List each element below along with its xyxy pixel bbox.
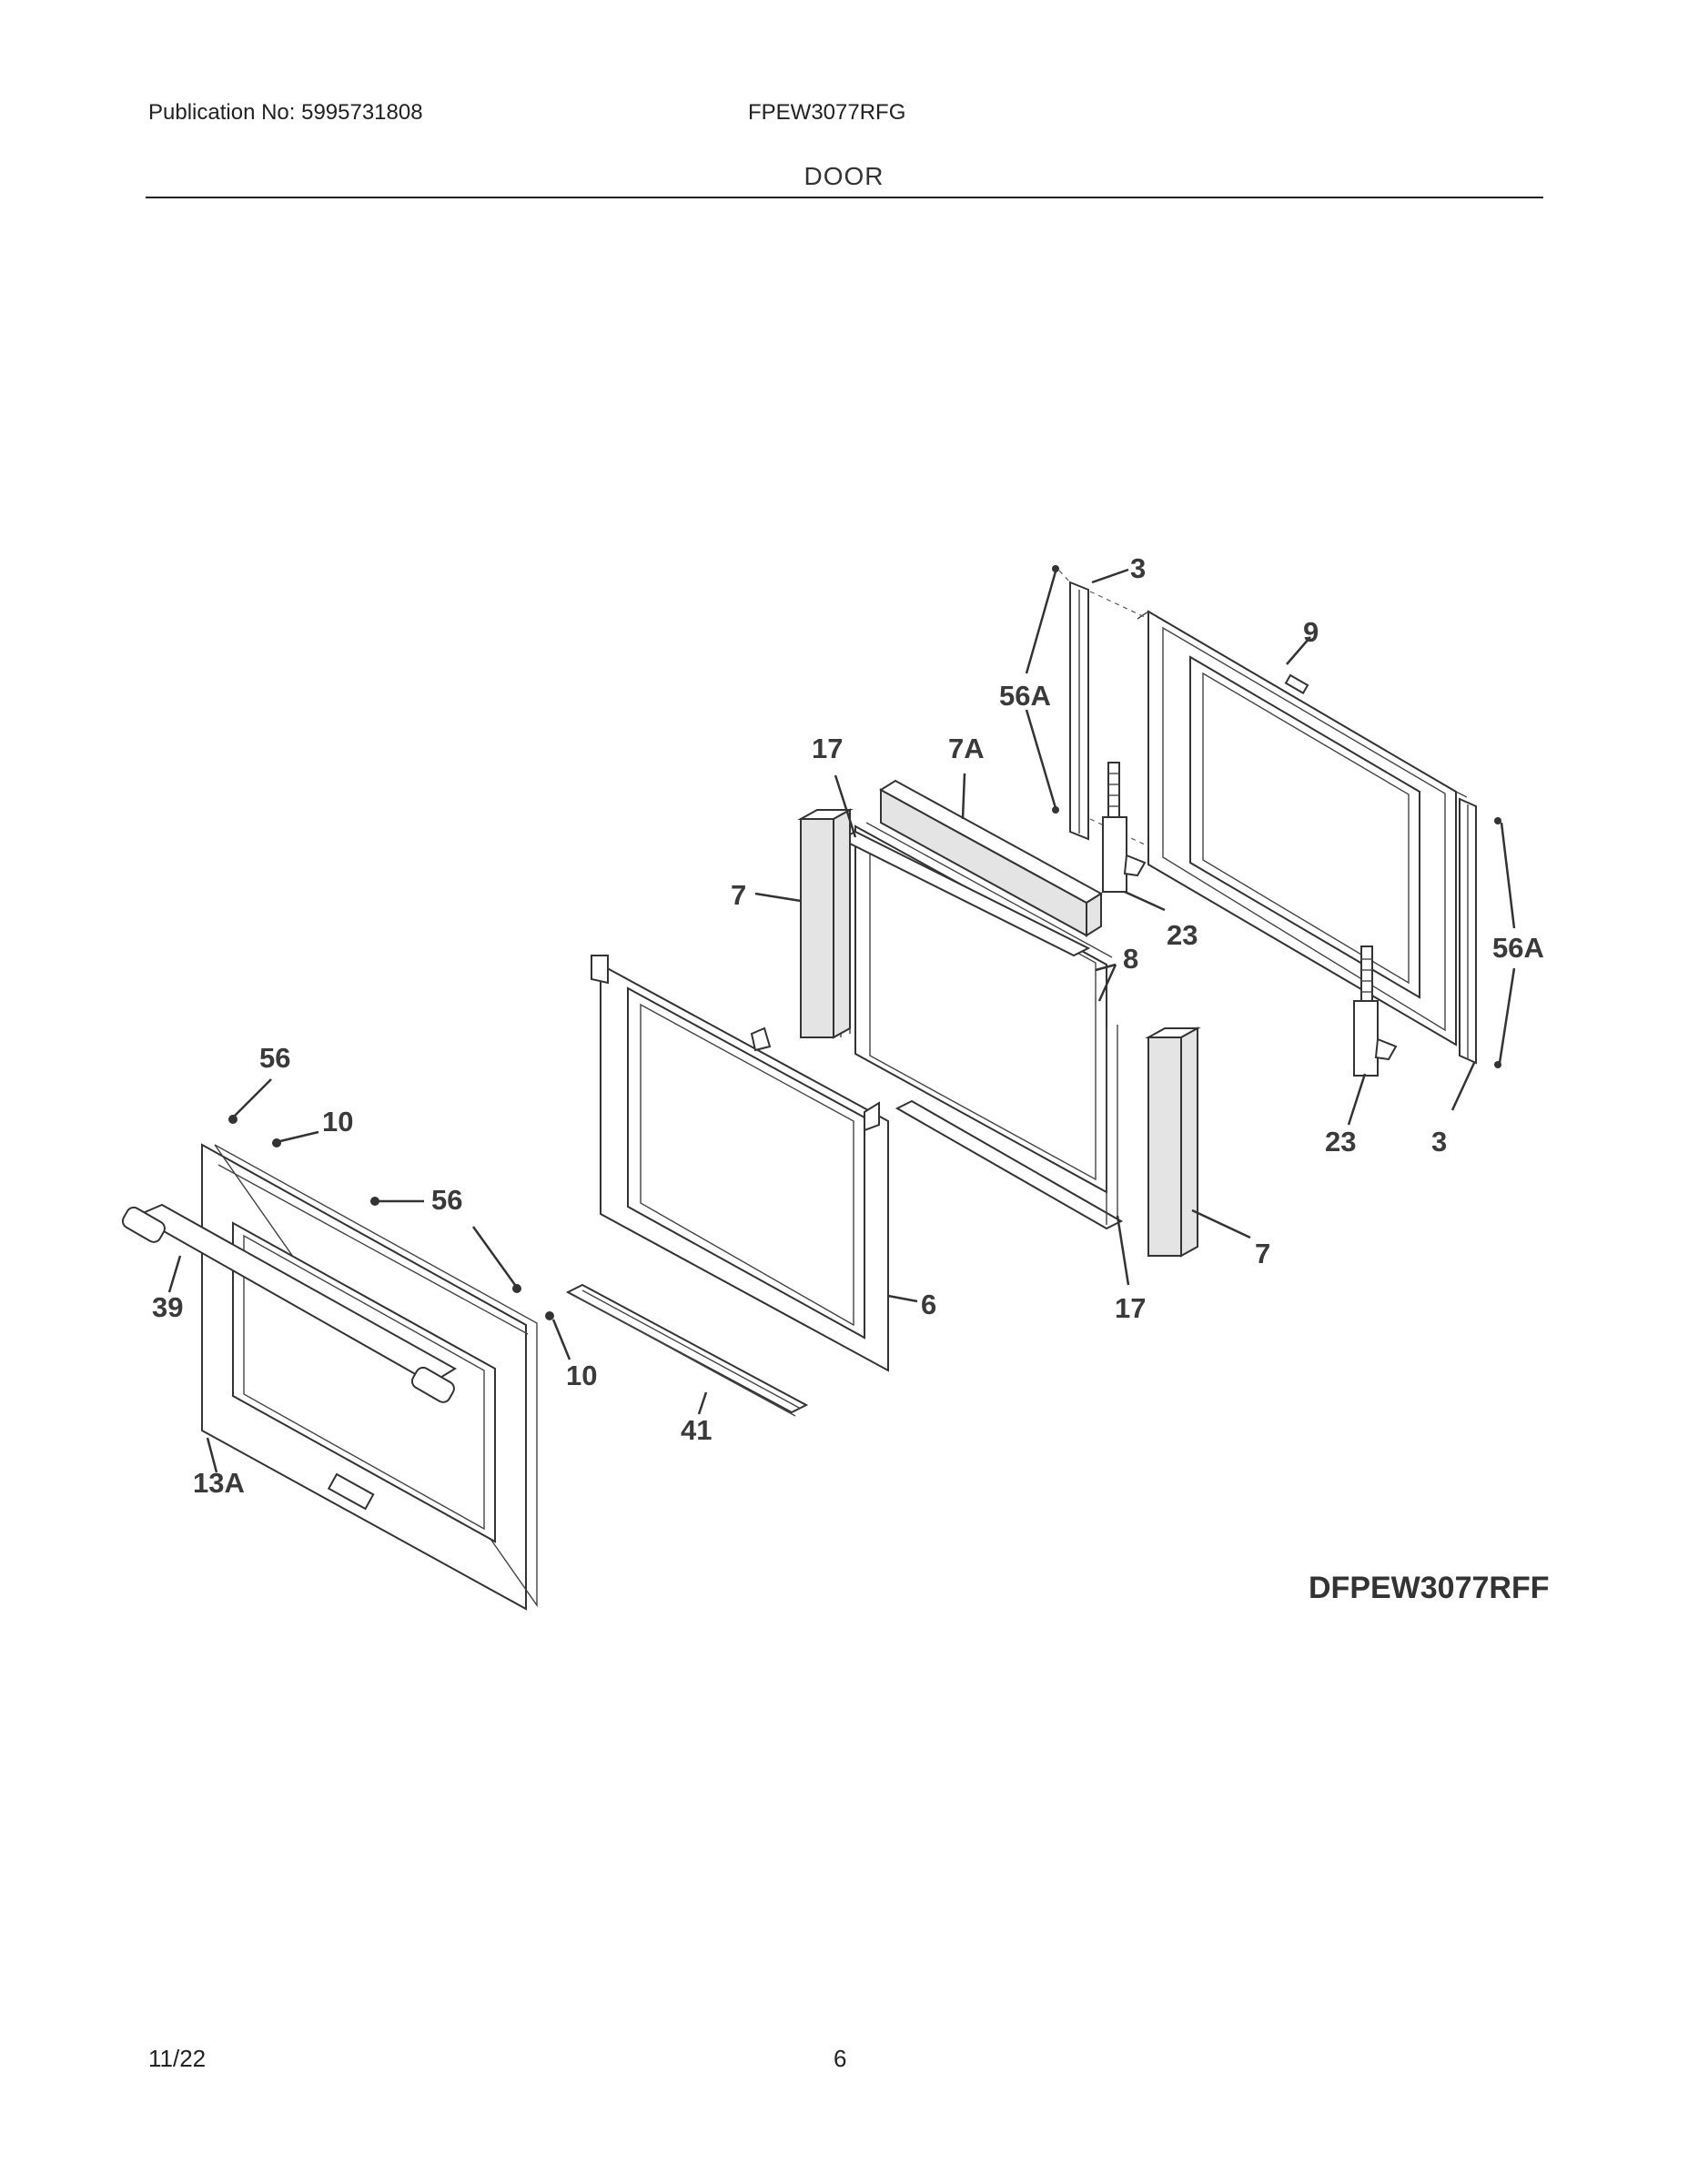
hinge-channel-right bbox=[1459, 797, 1501, 1068]
section-title: DOOR bbox=[804, 162, 884, 190]
drawing-code: DFPEW3077RFF bbox=[1309, 1571, 1550, 1605]
callout-17-top: 17 bbox=[812, 733, 843, 764]
screw-56a-top bbox=[1052, 565, 1071, 814]
door-inner-frame bbox=[591, 955, 889, 1372]
hinge-bottom bbox=[1353, 945, 1398, 1077]
insulation-right bbox=[1145, 1026, 1201, 1258]
callout-56-mid: 56 bbox=[431, 1184, 462, 1216]
callout-41: 41 bbox=[681, 1414, 712, 1446]
footer-date: 11/22 bbox=[148, 2045, 207, 2072]
page-number: 6 bbox=[834, 2045, 847, 2072]
outer-door-panel bbox=[201, 1143, 538, 1611]
model-number: FPEW3077RFG bbox=[748, 100, 906, 125]
callout-56-top: 56 bbox=[259, 1042, 290, 1074]
callout-7-right: 7 bbox=[1255, 1238, 1270, 1269]
callout-56a-top: 56A bbox=[999, 680, 1051, 712]
leader-lines bbox=[167, 568, 1516, 1473]
callout-7a: 7A bbox=[948, 733, 985, 764]
callout-7-left: 7 bbox=[731, 879, 746, 911]
callout-10-bottom: 10 bbox=[566, 1360, 597, 1391]
header-rule bbox=[146, 197, 1543, 198]
hinge-channel-top bbox=[1069, 581, 1149, 847]
inner-door-liner bbox=[1137, 610, 1468, 1046]
publication-number: Publication No: 5995731808 bbox=[148, 100, 423, 125]
callout-39: 39 bbox=[152, 1291, 183, 1323]
callout-8: 8 bbox=[1123, 943, 1138, 975]
callout-23-bottom: 23 bbox=[1325, 1126, 1356, 1158]
callout-56a-right: 56A bbox=[1492, 932, 1544, 964]
callout-13a: 13A bbox=[193, 1467, 245, 1499]
insulation-top bbox=[879, 779, 1103, 937]
bottom-trim bbox=[565, 1283, 809, 1417]
insulation-left bbox=[797, 808, 854, 1039]
callout-6: 6 bbox=[921, 1289, 936, 1320]
hinge-top bbox=[1102, 762, 1147, 893]
callout-10-top: 10 bbox=[322, 1106, 353, 1138]
glass-frame-bottom bbox=[895, 1025, 1124, 1230]
callout-3-bottom: 3 bbox=[1431, 1126, 1447, 1158]
door-handle bbox=[121, 1203, 457, 1403]
callout-23-top: 23 bbox=[1167, 919, 1198, 951]
callout-17-bottom: 17 bbox=[1115, 1292, 1146, 1324]
callout-3-top: 3 bbox=[1130, 552, 1146, 584]
callout-9: 9 bbox=[1303, 616, 1319, 648]
screws-outer-door bbox=[228, 1115, 554, 1320]
